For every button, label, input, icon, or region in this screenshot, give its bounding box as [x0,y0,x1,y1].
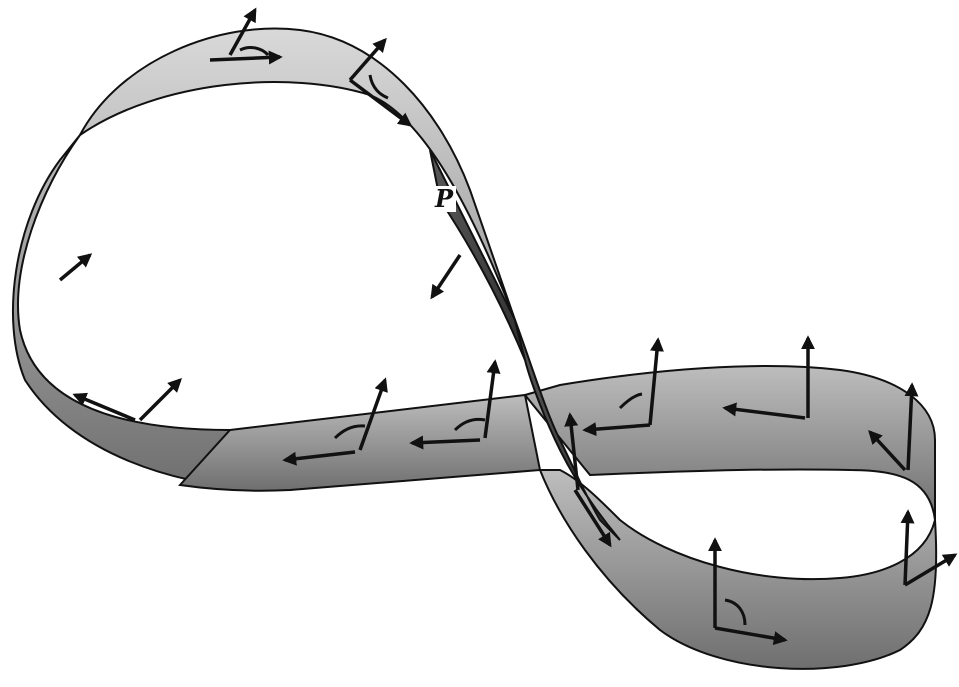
vector-arrow [140,380,180,420]
strip-right-bottom [540,470,936,669]
strip-twist-dark [430,150,525,360]
strip-top-arc [80,28,515,320]
point-label-p: P [432,186,456,212]
vector-arrow [60,255,90,280]
vector-arrow [432,255,460,297]
frame-vectors [60,10,955,640]
strip-lower-left [180,395,540,491]
rotation-arcs [240,48,745,625]
